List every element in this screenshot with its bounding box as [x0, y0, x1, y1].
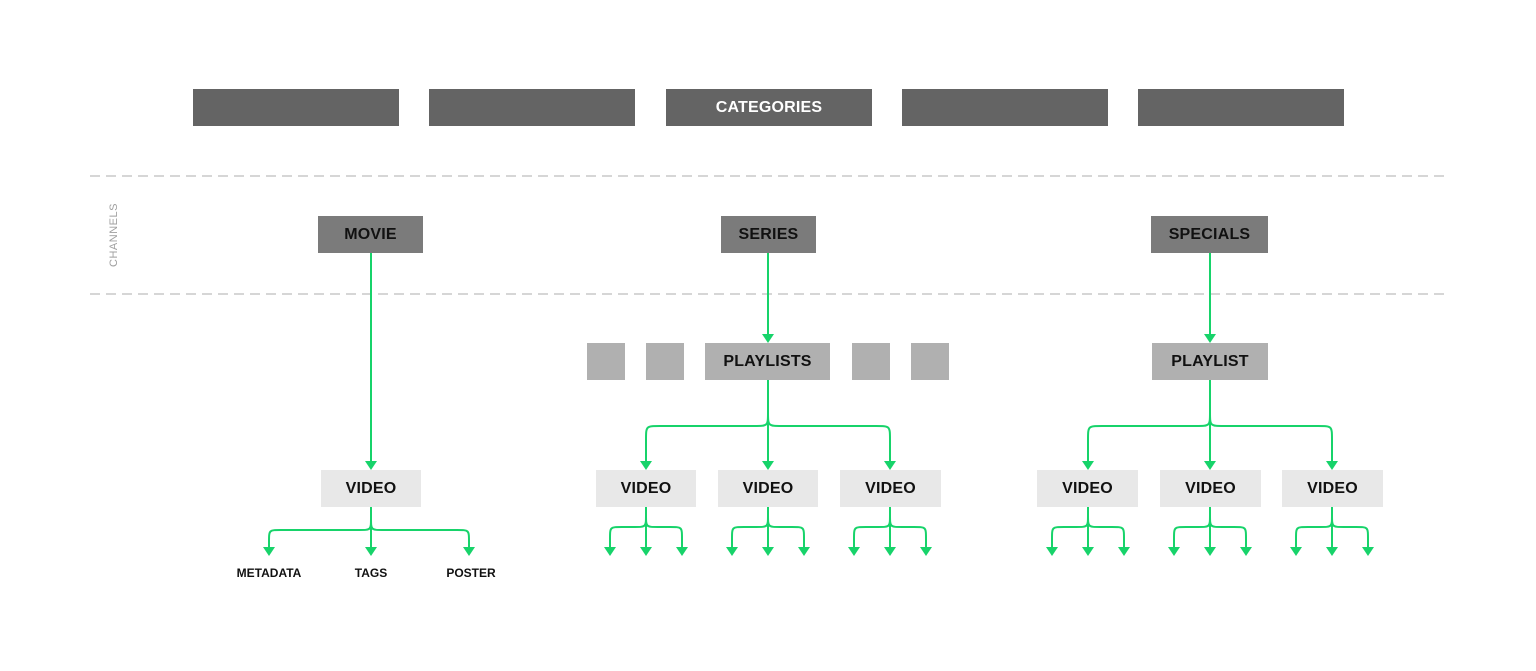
arrow-head-19: [676, 547, 688, 556]
branch-line-29: [1051, 514, 1089, 547]
category-box-1: [193, 89, 399, 126]
branch-line-15: [370, 517, 470, 547]
arrow-head-10: [1204, 461, 1216, 470]
leaf-metadata: METADATA: [236, 566, 302, 580]
channel-movie: MOVIE: [318, 216, 423, 253]
arrow-head-23: [798, 547, 810, 556]
category-box-2: [429, 89, 635, 126]
branch-line-35: [1209, 514, 1247, 547]
arrow-head-38: [1326, 547, 1338, 556]
channel-specials: SPECIALS: [1151, 216, 1268, 253]
arrow-head-9: [1082, 461, 1094, 470]
leaf-tags: TAGS: [354, 566, 388, 580]
specials-playlist: PLAYLIST: [1152, 343, 1268, 380]
specials-video-1: VIDEO: [1037, 470, 1138, 507]
arrow-head-2: [762, 334, 774, 343]
specials-video-3: VIDEO: [1282, 470, 1383, 507]
arrow-head-27: [920, 547, 932, 556]
leaf-poster: POSTER: [446, 566, 496, 580]
branch-line-5: [645, 411, 769, 461]
arrow-head-34: [1204, 547, 1216, 556]
arrow-head-18: [640, 547, 652, 556]
branch-line-9: [1087, 411, 1211, 461]
playlist-placeholder-4: [911, 343, 949, 380]
arrow-head-39: [1362, 547, 1374, 556]
arrow-head-22: [762, 547, 774, 556]
branch-line-13: [268, 517, 372, 547]
branch-line-39: [1331, 514, 1369, 547]
arrow-head-21: [726, 547, 738, 556]
arrow-head-7: [884, 461, 896, 470]
arrow-head-1: [365, 461, 377, 470]
branch-line-31: [1087, 514, 1125, 547]
arrow-head-3: [1204, 334, 1216, 343]
arrow-head-35: [1240, 547, 1252, 556]
branch-line-21: [731, 514, 769, 547]
branch-line-11: [1209, 411, 1333, 461]
movie-video: VIDEO: [321, 470, 421, 507]
arrow-head-6: [762, 461, 774, 470]
arrow-head-30: [1082, 547, 1094, 556]
arrow-head-37: [1290, 547, 1302, 556]
series-video-1: VIDEO: [596, 470, 696, 507]
playlist-placeholder-2: [646, 343, 684, 380]
category-box-4: [902, 89, 1108, 126]
arrow-head-29: [1046, 547, 1058, 556]
branch-line-37: [1295, 514, 1333, 547]
arrow-head-33: [1168, 547, 1180, 556]
branch-line-23: [767, 514, 805, 547]
channel-series: SERIES: [721, 216, 816, 253]
specials-video-2: VIDEO: [1160, 470, 1261, 507]
arrow-head-25: [848, 547, 860, 556]
series-video-2: VIDEO: [718, 470, 818, 507]
channels-section-label: CHANNELS: [108, 203, 120, 267]
branch-line-25: [853, 514, 891, 547]
category-box-5: [1138, 89, 1344, 126]
branch-line-27: [889, 514, 927, 547]
series-video-3: VIDEO: [840, 470, 941, 507]
arrow-head-5: [640, 461, 652, 470]
branch-line-17: [609, 514, 647, 547]
playlist-placeholder-3: [852, 343, 890, 380]
arrow-head-31: [1118, 547, 1130, 556]
branch-line-33: [1173, 514, 1211, 547]
series-playlists: PLAYLISTS: [705, 343, 830, 380]
playlist-placeholder-1: [587, 343, 625, 380]
arrow-head-17: [604, 547, 616, 556]
arrow-head-11: [1326, 461, 1338, 470]
category-box-3: CATEGORIES: [666, 89, 872, 126]
branch-line-19: [645, 514, 683, 547]
arrow-head-26: [884, 547, 896, 556]
arrow-head-13: [263, 547, 275, 556]
arrow-head-14: [365, 547, 377, 556]
branch-line-7: [767, 411, 891, 461]
arrow-head-15: [463, 547, 475, 556]
